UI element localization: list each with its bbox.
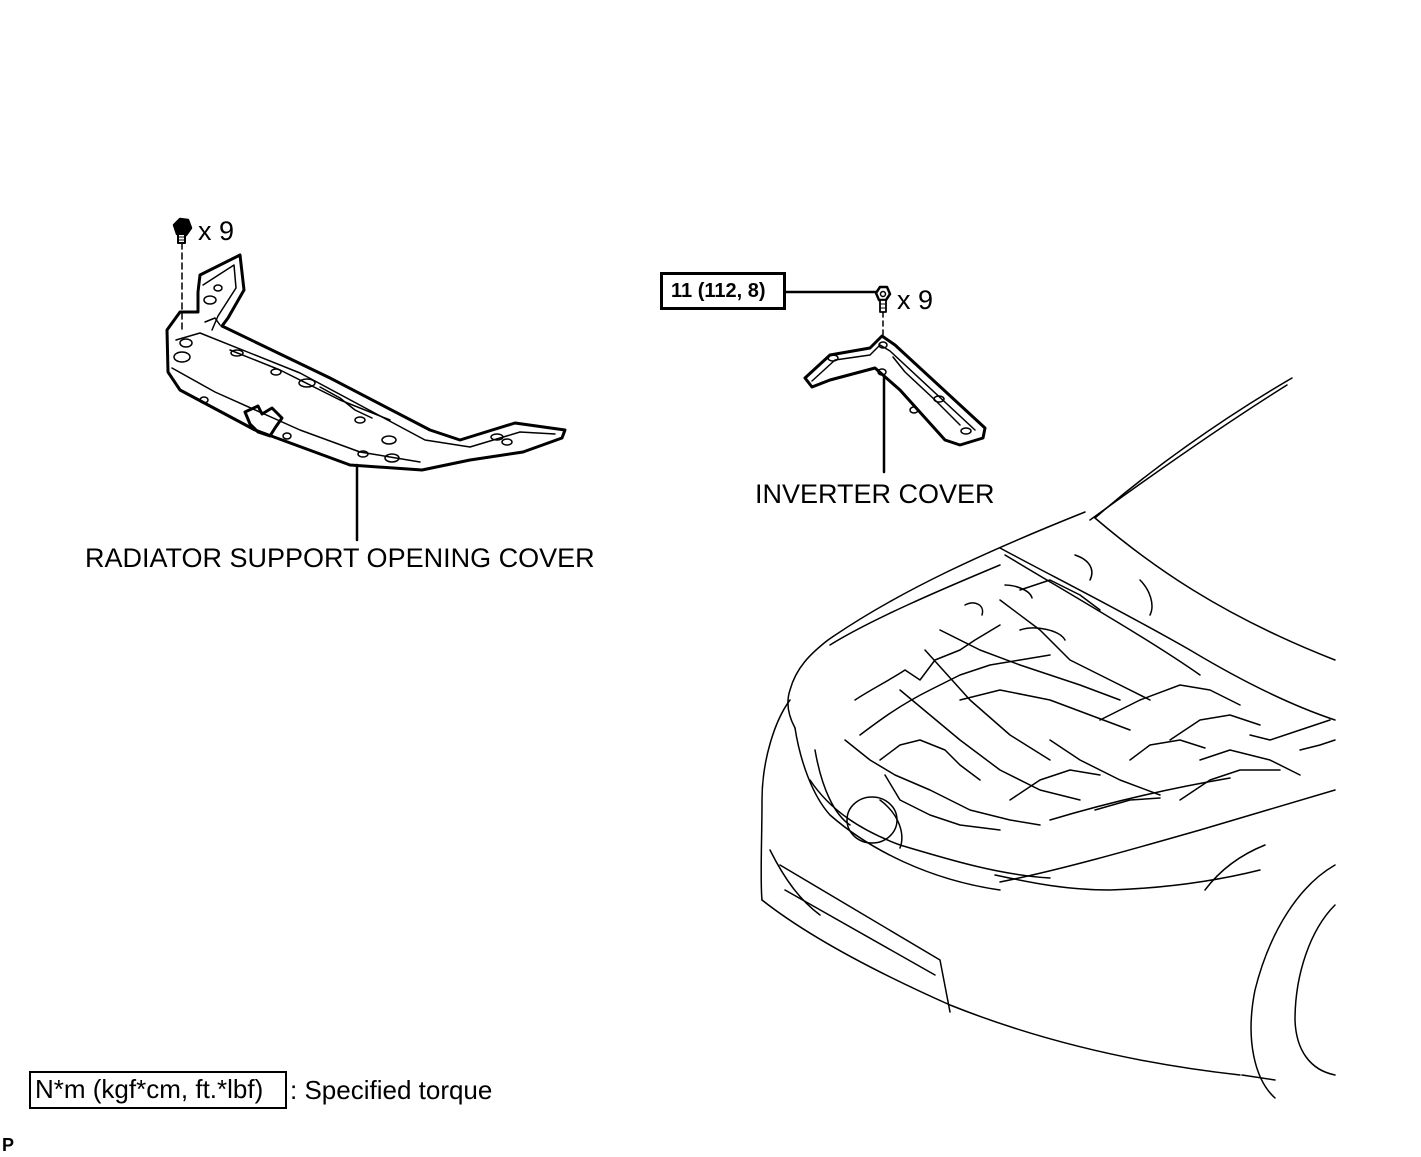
inverter-cover-torque-box: 11 (112, 8) — [660, 272, 786, 310]
vehicle-front-illustration — [760, 377, 1336, 1099]
inverter-cover-label: INVERTER COVER — [755, 479, 995, 509]
torque-legend-description: : Specified torque — [290, 1075, 493, 1105]
corner-code: P — [2, 1135, 15, 1155]
bolt-icon — [874, 285, 892, 313]
inverter-cover — [783, 290, 987, 474]
torque-legend-box: N*m (kgf*cm, ft.*lbf) — [29, 1071, 287, 1109]
bolt-icon — [172, 217, 193, 244]
radiator-cover-fastener-qty: x 9 — [198, 216, 235, 246]
radiator-support-opening-cover — [165, 242, 567, 542]
inverter-cover-fastener-qty: x 9 — [897, 285, 934, 315]
radiator-support-opening-cover-label: RADIATOR SUPPORT OPENING COVER — [85, 543, 595, 573]
